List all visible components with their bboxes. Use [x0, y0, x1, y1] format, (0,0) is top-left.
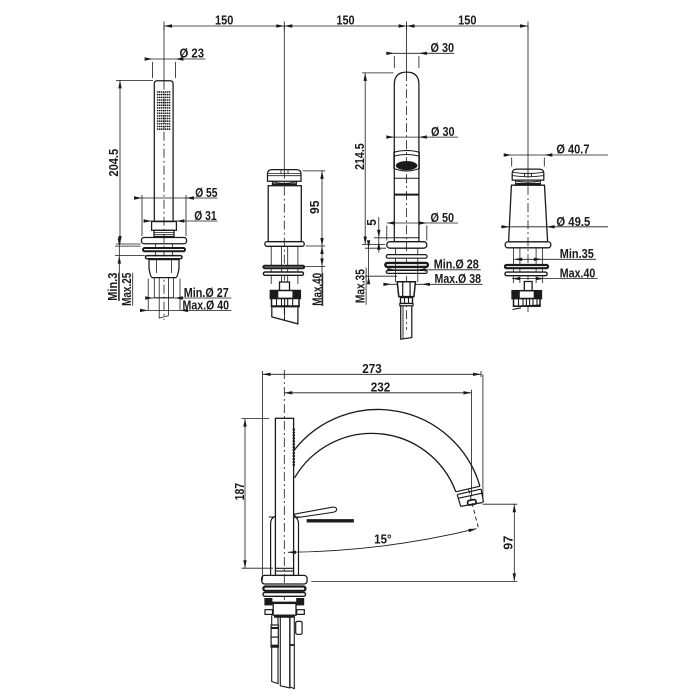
svg-text:Max.Ø 40: Max.Ø 40: [183, 297, 230, 312]
svg-text:95: 95: [307, 200, 322, 214]
svg-text:232: 232: [371, 380, 391, 395]
svg-text:Min.35: Min.35: [560, 246, 594, 261]
svg-text:204.5: 204.5: [106, 149, 121, 177]
svg-text:Min.Ø 28: Min.Ø 28: [434, 257, 479, 272]
svg-text:187: 187: [232, 483, 247, 501]
svg-text:Min.3: Min.3: [105, 273, 120, 301]
svg-text:Min.Ø 27: Min.Ø 27: [184, 285, 229, 300]
svg-text:15°: 15°: [374, 532, 392, 547]
svg-text:5: 5: [364, 219, 379, 226]
svg-text:Max.25: Max.25: [119, 273, 134, 306]
svg-text:Max.40: Max.40: [309, 273, 324, 306]
svg-text:Ø 30: Ø 30: [431, 40, 455, 55]
svg-text:97: 97: [500, 536, 515, 550]
svg-text:Max.40: Max.40: [560, 265, 596, 280]
svg-text:Ø 40.7: Ø 40.7: [556, 142, 589, 157]
svg-text:Ø 31: Ø 31: [194, 208, 216, 223]
svg-text:Ø 30: Ø 30: [431, 124, 455, 139]
svg-text:150: 150: [215, 12, 233, 27]
svg-text:150: 150: [336, 12, 354, 27]
svg-text:Max.35: Max.35: [353, 269, 368, 303]
svg-text:150: 150: [458, 12, 476, 27]
svg-text:Ø 49.5: Ø 49.5: [556, 214, 590, 229]
svg-text:Ø 55: Ø 55: [195, 185, 217, 200]
svg-text:273: 273: [362, 361, 382, 376]
svg-text:Ø 23: Ø 23: [180, 46, 205, 61]
svg-text:214.5: 214.5: [352, 143, 367, 170]
svg-text:Ø 50: Ø 50: [431, 210, 455, 225]
svg-text:Max.Ø 38: Max.Ø 38: [435, 271, 482, 286]
